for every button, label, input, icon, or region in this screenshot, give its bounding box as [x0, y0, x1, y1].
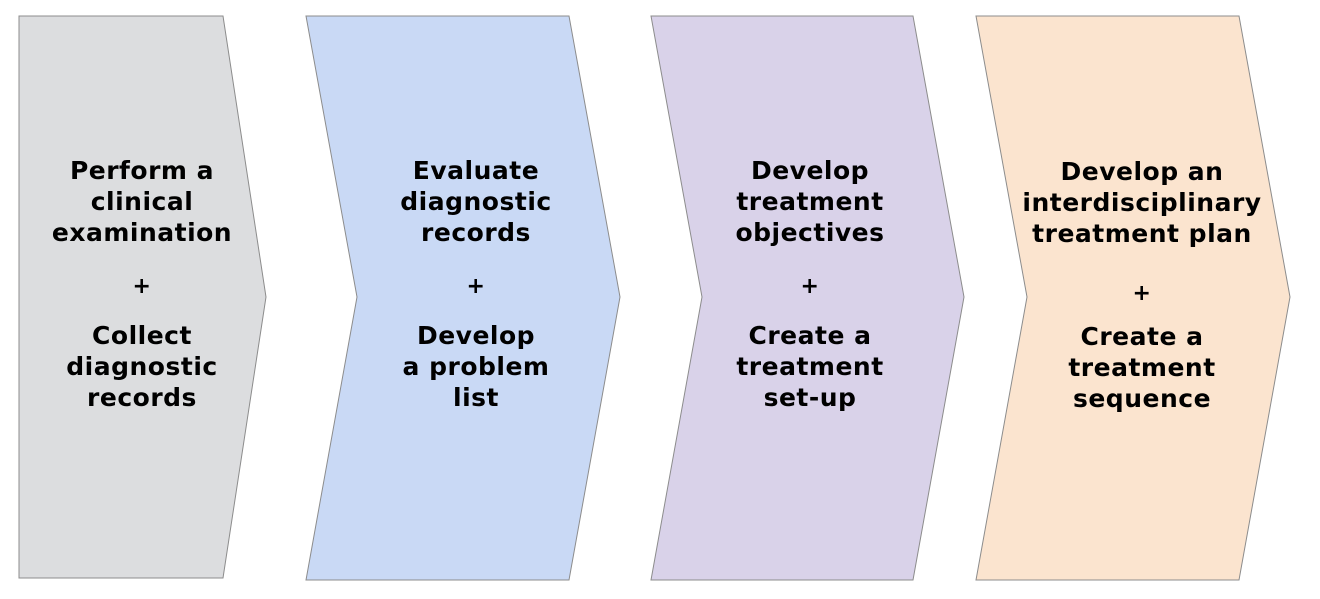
stage-4-bottom-line-1: Create a [1080, 322, 1204, 351]
stage-4-plus: + [1132, 281, 1152, 306]
stage-3-top-line-3: objectives [735, 218, 885, 247]
stage-3-bottom-line-3: set-up [763, 383, 857, 412]
stage-2-top-line-3: records [421, 218, 531, 247]
stage-4-bottom-line-2: treatment [1068, 353, 1216, 382]
stage-3-text: Develop treatment objectives + Create a … [698, 155, 922, 413]
stage-2-chevron [305, 15, 621, 581]
stage-1-plus: + [132, 274, 152, 299]
stage-2-bottom-line-1: Develop [416, 321, 536, 350]
stage-1-bottom-line-3: records [87, 383, 197, 412]
stage-1-top-line-1: Perform a [69, 156, 215, 185]
stage-2-bottom-line-2: a problem [402, 352, 550, 381]
stage-4-text: Develop an interdisciplinary treatment p… [1014, 156, 1270, 414]
stage-4-top-line-3: treatment plan [1032, 219, 1252, 248]
stage-3-chevron [650, 15, 965, 581]
stage-4-top-line-1: Develop an [1060, 157, 1224, 186]
stage-4-bottom-line-3: sequence [1072, 384, 1212, 413]
stage-2-bottom-line-3: list [453, 383, 499, 412]
stage-1-bottom-line-1: Collect [92, 321, 192, 350]
stage-2-plus: + [466, 274, 486, 299]
stage-4-top-line-2: interdisciplinary [1022, 188, 1262, 217]
stage-2-top-line-1: Evaluate [412, 156, 540, 185]
stage-3-top-line-2: treatment [736, 187, 884, 216]
stage-3-bottom-line-2: treatment [736, 352, 884, 381]
stage-2-text: Evaluate diagnostic records + Develop a … [364, 155, 588, 413]
stage-3-top-line-1: Develop [750, 156, 870, 185]
stage-1-top-line-2: clinical [90, 187, 194, 216]
stage-3-bottom-line-1: Create a [748, 321, 872, 350]
stage-1-top-line-3: examination [51, 218, 233, 247]
stage-1-bottom-line-2: diagnostic [66, 352, 218, 381]
stage-2-top-line-2: diagnostic [400, 187, 552, 216]
stage-1-text: Perform a clinical examination + Collect… [32, 155, 252, 413]
stage-1-chevron [18, 15, 267, 579]
stage-3-plus: + [800, 274, 820, 299]
stage-4-chevron [975, 15, 1291, 581]
